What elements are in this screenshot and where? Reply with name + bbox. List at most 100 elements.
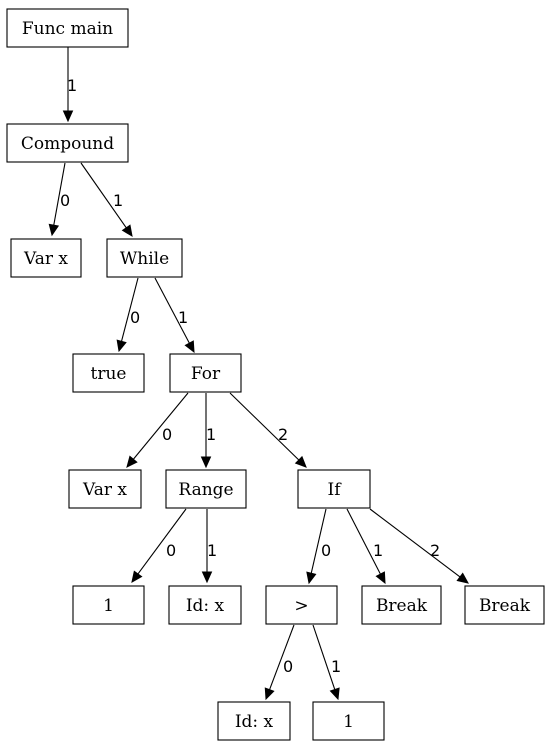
edges-layer: 1 0 1 0 1 0 1 2 0 1 0 1 2 0 1 — [48, 47, 469, 701]
edge-line — [137, 508, 187, 575]
edge-compound-to-varx1: 0 — [48, 162, 70, 237]
arrowhead-icon — [329, 687, 340, 701]
arrowhead-icon — [126, 455, 138, 468]
edge-line — [154, 277, 190, 344]
node-box — [217, 701, 291, 741]
edge-line — [269, 624, 295, 690]
node-label: true — [91, 364, 127, 384]
edge-if-to-break2: 2 — [369, 508, 469, 584]
edge-label: 1 — [206, 425, 216, 444]
arrowhead-icon — [116, 339, 127, 353]
node-box — [72, 353, 145, 393]
node-label: Var x — [82, 480, 127, 500]
edge-line — [310, 508, 327, 574]
arrowhead-icon — [294, 455, 307, 468]
edge-label: 0 — [60, 191, 70, 210]
edge-line — [53, 162, 66, 226]
edge-line — [312, 624, 336, 690]
edge-range-to-one1: 0 — [131, 508, 187, 583]
edge-label: 0 — [130, 308, 140, 327]
node-box — [361, 585, 442, 625]
node-box — [68, 469, 142, 509]
node-label: Range — [178, 480, 233, 500]
node-func: Func main — [6, 8, 129, 48]
edge-line — [369, 508, 461, 578]
node-label: For — [191, 364, 221, 384]
node-box — [297, 469, 371, 509]
edge-line — [229, 392, 300, 461]
arrowhead-icon — [184, 340, 195, 354]
node-label: If — [327, 480, 342, 500]
edge-label: 1 — [331, 657, 341, 676]
arrowhead-icon — [121, 224, 133, 237]
edge-for-to-varx2: 0 — [126, 392, 189, 468]
node-label: Compound — [21, 134, 114, 154]
arrowhead-icon — [375, 571, 386, 585]
node-label: 1 — [343, 712, 354, 732]
node-break1: Break — [361, 585, 442, 625]
edge-for-to-if: 2 — [229, 392, 307, 468]
arrowhead-icon — [48, 223, 60, 237]
node-box — [10, 238, 82, 278]
edge-range-to-idx1: 1 — [201, 509, 217, 584]
edge-if-to-gt: 0 — [306, 508, 331, 585]
arrowhead-icon — [131, 570, 143, 583]
arrowhead-icon — [201, 571, 213, 584]
node-varx1: Var x — [10, 238, 82, 278]
node-box — [464, 585, 545, 625]
arrowhead-icon — [264, 687, 275, 701]
edge-gt-to-one2: 1 — [312, 624, 341, 701]
node-label: > — [294, 596, 308, 616]
node-box — [168, 585, 242, 625]
node-label: Id: x — [235, 712, 274, 732]
edge-line — [120, 277, 139, 342]
edge-label: 0 — [166, 541, 176, 560]
edge-label: 0 — [162, 425, 172, 444]
node-one2: 1 — [312, 701, 385, 741]
node-range: Range — [165, 469, 247, 509]
edge-for-to-range: 1 — [200, 393, 216, 469]
node-box — [169, 353, 242, 393]
edge-label: 0 — [283, 657, 293, 676]
arrowhead-icon — [306, 571, 317, 585]
node-varx2: Var x — [68, 469, 142, 509]
node-label: Id: x — [186, 596, 225, 616]
node-box — [165, 469, 247, 509]
node-for: For — [169, 353, 242, 393]
node-box — [312, 701, 385, 741]
edge-label: 1 — [67, 76, 77, 95]
edge-label: 2 — [278, 425, 288, 444]
node-idx2: Id: x — [217, 701, 291, 741]
node-box — [106, 238, 183, 278]
edge-line — [80, 162, 127, 229]
node-idx1: Id: x — [168, 585, 242, 625]
edge-while-to-true: 0 — [116, 277, 140, 353]
edge-gt-to-idx2: 0 — [264, 624, 295, 701]
node-box — [6, 8, 129, 48]
node-compound: Compound — [6, 123, 129, 163]
edge-label: 2 — [430, 541, 440, 560]
node-one1: 1 — [72, 585, 145, 625]
edge-while-to-for: 1 — [154, 277, 195, 354]
edge-func-to-compound: 1 — [62, 47, 77, 123]
node-break2: Break — [464, 585, 545, 625]
edge-label: 0 — [321, 541, 331, 560]
node-while: While — [106, 238, 183, 278]
edge-compound-to-while: 1 — [80, 162, 133, 237]
node-label: Func main — [22, 19, 113, 39]
node-label: While — [120, 249, 169, 269]
edge-if-to-break1: 1 — [346, 508, 386, 585]
edge-label: 1 — [178, 308, 188, 327]
edge-line — [132, 392, 189, 460]
arrowhead-icon — [62, 110, 74, 123]
node-gt: > — [265, 585, 338, 625]
edge-line — [346, 508, 381, 575]
node-label: Break — [479, 596, 531, 616]
node-box — [265, 585, 338, 625]
edge-label: 1 — [373, 541, 383, 560]
edge-label: 1 — [113, 191, 123, 210]
arrowhead-icon — [456, 572, 469, 584]
node-box — [6, 123, 129, 163]
node-true: true — [72, 353, 145, 393]
